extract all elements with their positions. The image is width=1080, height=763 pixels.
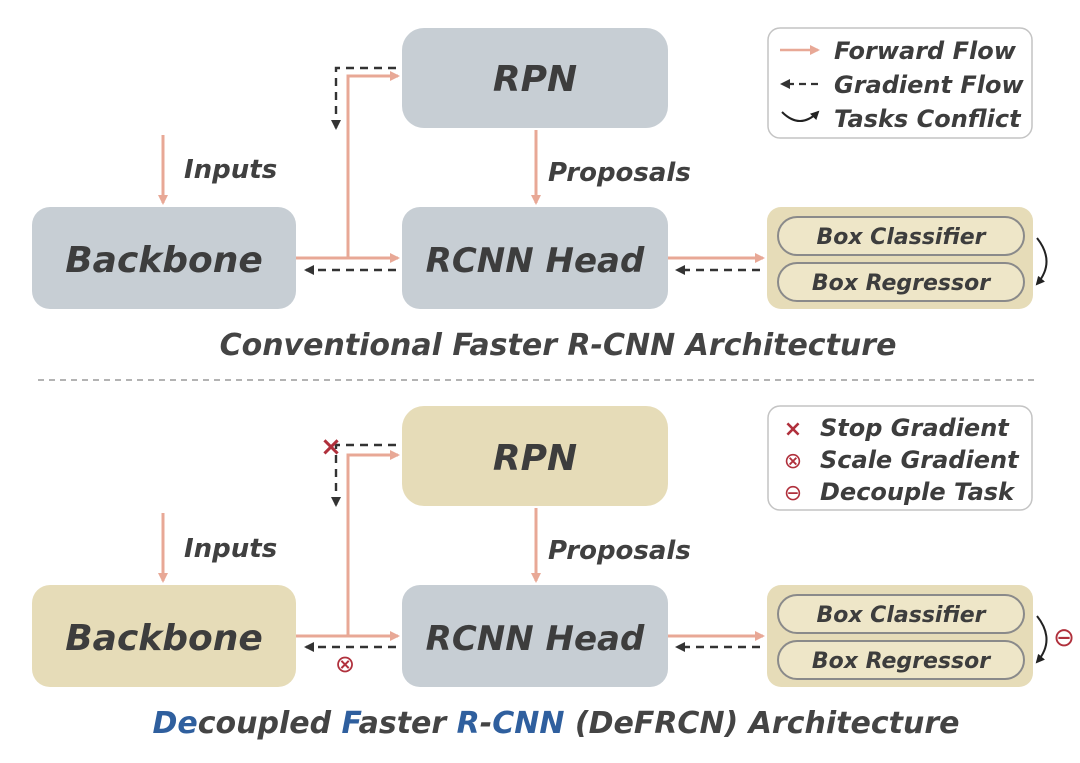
conv-rcnn-head-block: RCNN Head — [402, 207, 668, 309]
conv-box-classifier-label: Box Classifier — [816, 225, 986, 250]
legend-gradient-flow-label: Gradient Flow — [834, 71, 1024, 99]
conv-inputs-label: Inputs — [184, 155, 277, 185]
dec-caption-part: coupled — [198, 706, 342, 741]
dec-box-regressor-pill — [777, 640, 1025, 680]
conv-gradient-rpn-to-backbone — [331, 66, 396, 130]
decoupled-section: RPN Backbone RCNN Head Box Classifier Bo… — [32, 406, 1075, 741]
dec-box-regressor-label: Box Regressor — [812, 649, 991, 674]
dec-caption-part: aster — [359, 706, 457, 741]
conv-rcnn-head-label: RCNN Head — [426, 241, 645, 281]
dec-caption-part: CNN — [492, 706, 564, 741]
dec-proposals-label: Proposals — [548, 536, 691, 566]
conv-backbone-to-rpn-arrow — [346, 71, 400, 258]
tasks-conflict-icon — [781, 110, 820, 122]
legend-bottom: × Stop Gradient ⊗ Scale Gradient ⊖ Decou… — [767, 405, 1033, 511]
conv-proposals-label: Proposals — [548, 158, 691, 188]
dec-caption: Decoupled Faster R-CNN (DeFRCN) Architec… — [153, 706, 960, 741]
dec-caption-part: (DeFRCN) Architecture — [564, 706, 959, 741]
conv-box-classifier-pill — [777, 216, 1025, 256]
dec-backbone-label: Backbone — [65, 618, 263, 659]
dec-caption-part: R — [457, 706, 480, 741]
conv-rpn-label: RPN — [493, 59, 577, 100]
legend-forward-flow-label: Forward Flow — [834, 37, 1017, 65]
dec-inputs-label: Inputs — [184, 534, 277, 564]
conv-box-regressor-label: Box Regressor — [812, 271, 991, 296]
legend-stop-gradient-label: Stop Gradient — [820, 414, 1010, 442]
legend-top: Forward Flow Gradient Flow Tasks Conflic… — [767, 27, 1033, 139]
decouple-task-icon: ⊖ — [784, 481, 802, 506]
dec-gradient-rpn-to-backbone — [331, 443, 396, 507]
conv-rpn-block: RPN — [402, 28, 668, 128]
dec-stop-gradient-icon: × — [320, 432, 342, 462]
dec-rpn-label: RPN — [493, 438, 577, 479]
dec-caption-part: De — [153, 706, 198, 741]
scale-gradient-icon: ⊗ — [784, 449, 802, 474]
dec-heads-block: Box Classifier Box Regressor — [767, 585, 1033, 687]
legend-tasks-conflict-label: Tasks Conflict — [834, 105, 1022, 133]
dec-decouple-task-icon: ⊖ — [1053, 623, 1075, 653]
conv-heads-block: Box Classifier Box Regressor — [767, 207, 1033, 309]
dec-rpn-block: RPN — [402, 406, 668, 506]
conv-box-regressor-pill — [777, 262, 1025, 302]
dec-box-classifier-pill — [777, 594, 1025, 634]
dec-backbone-to-rpn-arrow — [346, 450, 400, 636]
dec-backbone-block: Backbone — [32, 585, 296, 687]
conv-backbone-block: Backbone — [32, 207, 296, 309]
dec-scale-gradient-icon: ⊗ — [335, 650, 355, 678]
dec-caption-part: F — [342, 706, 363, 741]
dec-rcnn-head-label: RCNN Head — [426, 619, 645, 659]
dec-box-classifier-label: Box Classifier — [816, 603, 986, 628]
stop-gradient-icon: × — [784, 417, 802, 442]
conv-caption: Conventional Faster R-CNN Architecture — [220, 328, 897, 363]
conv-backbone-label: Backbone — [65, 240, 263, 281]
legend-scale-gradient-label: Scale Gradient — [820, 446, 1020, 474]
legend-decouple-task-label: Decouple Task — [820, 478, 1016, 506]
dec-tasks-conflict-icon — [1035, 615, 1048, 664]
dec-rcnn-head-block: RCNN Head — [402, 585, 668, 687]
conventional-section: RPN Backbone RCNN Head Box Classifier Bo… — [32, 28, 1048, 363]
dec-caption-part: - — [480, 706, 492, 741]
conv-tasks-conflict-icon — [1035, 237, 1048, 286]
